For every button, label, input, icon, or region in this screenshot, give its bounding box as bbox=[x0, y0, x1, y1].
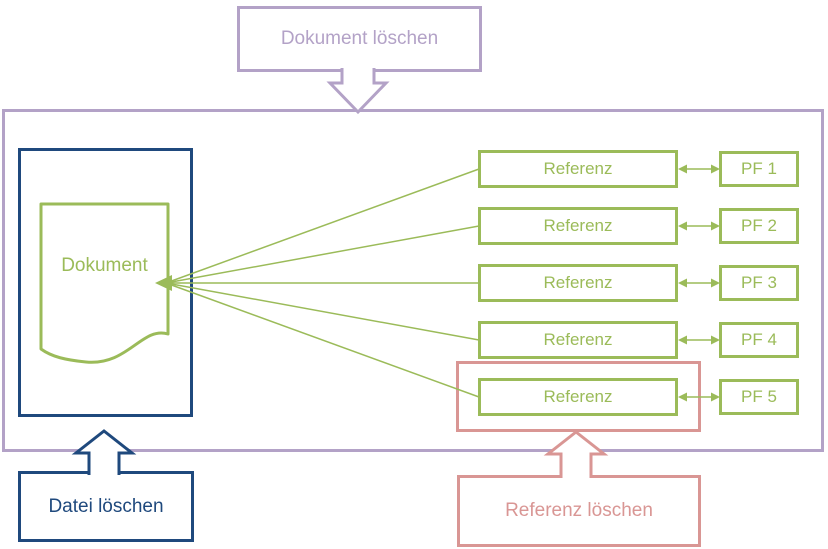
pf-box-2: PF 2 bbox=[719, 208, 799, 244]
pf-box-3: PF 3 bbox=[719, 265, 799, 301]
pf-label: PF 5 bbox=[741, 387, 777, 406]
pf-box-4: PF 4 bbox=[719, 322, 799, 358]
pf-box-5: PF 5 bbox=[719, 379, 799, 415]
referenz-loeschen-box: Referenz löschen bbox=[457, 475, 701, 547]
referenz-loeschen-label: Referenz löschen bbox=[505, 500, 653, 521]
dokument-shape-label: Dokument bbox=[61, 255, 148, 276]
pf-label: PF 4 bbox=[741, 330, 777, 349]
system-boundary-box bbox=[2, 109, 824, 452]
referenz-label: Referenz bbox=[543, 216, 613, 235]
referenz-box-4: Referenz bbox=[478, 321, 678, 359]
referenz-box-5: Referenz bbox=[478, 378, 678, 416]
referenz-label: Referenz bbox=[543, 159, 613, 178]
datei-loeschen-box: Datei löschen bbox=[18, 471, 194, 542]
datei-container-box bbox=[18, 148, 193, 417]
pf-label: PF 3 bbox=[741, 273, 777, 292]
down-arrow-icon bbox=[326, 68, 390, 115]
referenz-box-3: Referenz bbox=[478, 264, 678, 302]
dokument-loeschen-label: Dokument löschen bbox=[280, 28, 439, 49]
referenz-label: Referenz bbox=[543, 387, 613, 406]
pf-box-1: PF 1 bbox=[719, 151, 799, 187]
referenz-box-2: Referenz bbox=[478, 207, 678, 245]
referenz-label: Referenz bbox=[543, 273, 613, 292]
dokument-loeschen-box: Dokument löschen bbox=[237, 6, 482, 72]
pf-label: PF 2 bbox=[741, 216, 777, 235]
referenz-box-1: Referenz bbox=[478, 150, 678, 188]
datei-loeschen-label: Datei löschen bbox=[48, 495, 164, 517]
referenz-label: Referenz bbox=[543, 330, 613, 349]
pf-label: PF 1 bbox=[741, 159, 777, 178]
